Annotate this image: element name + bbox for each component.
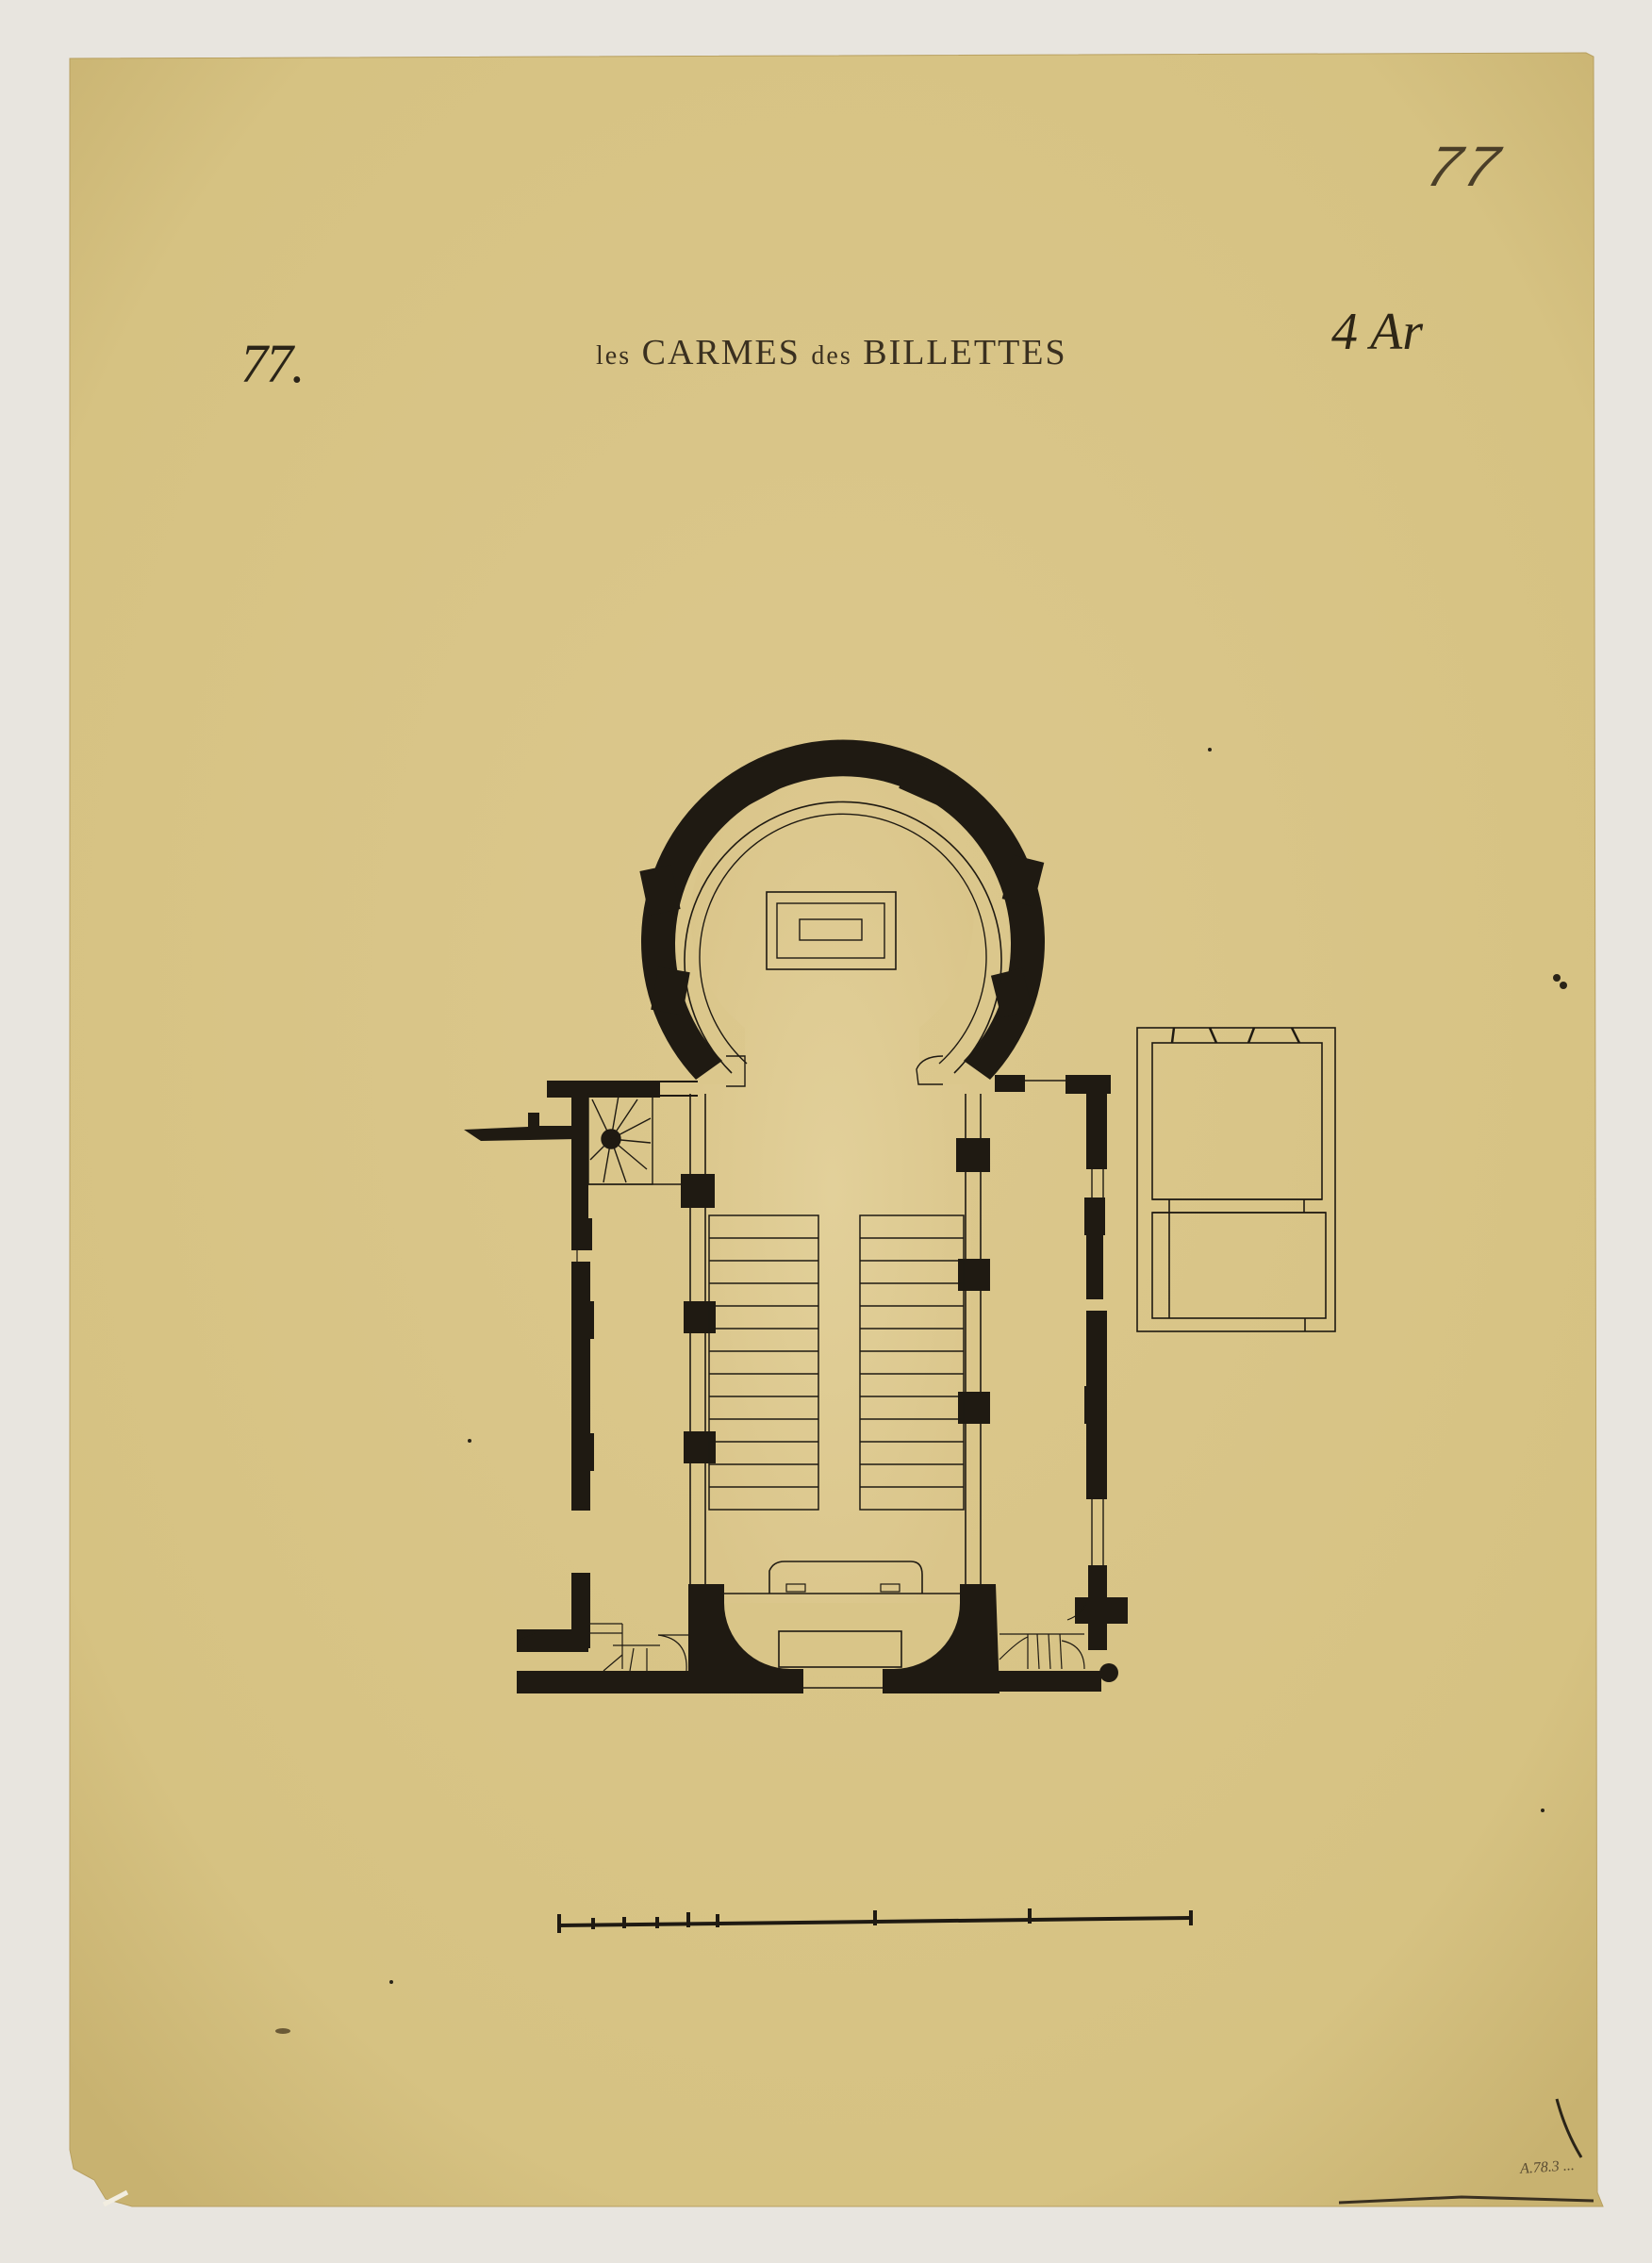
arrondissement-label: 4 Ar (1331, 303, 1423, 361)
title-connector: des (811, 341, 852, 371)
title-end: BILLETTES (863, 333, 1067, 372)
title-prefix: les (596, 341, 632, 371)
entrance-stairs-left (590, 1623, 688, 1672)
spur-wall (464, 1113, 577, 1141)
entrance-right-pier (883, 1584, 999, 1693)
entrance-left-pier (688, 1584, 803, 1693)
apse-wall (641, 739, 1045, 1080)
entrance-stairs-right (999, 1602, 1087, 1670)
apse-buttresses (639, 758, 1045, 1018)
sheet-number: 77. (240, 333, 305, 394)
altar (766, 891, 897, 970)
left-outer-wall (517, 1081, 594, 1652)
tribune (768, 1561, 923, 1594)
title-main: CARMES (641, 333, 801, 372)
pews-left (708, 1214, 819, 1511)
annex-building (1136, 1027, 1336, 1332)
church-plan (464, 739, 1336, 1693)
drawing-title: les CARMES des BILLETTES (596, 332, 1067, 373)
right-outer-wall (1075, 1075, 1128, 1682)
scale-bar (557, 1908, 1193, 1933)
pews-right (859, 1214, 965, 1511)
